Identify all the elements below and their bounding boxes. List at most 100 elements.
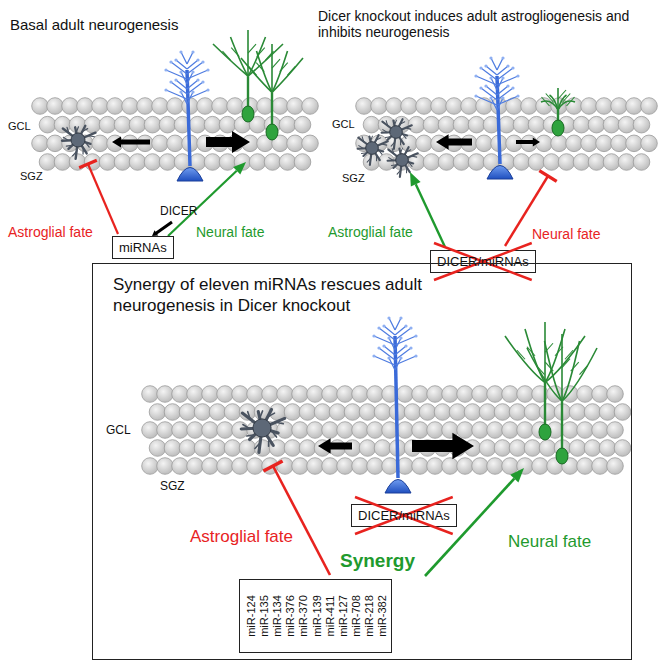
granule-cell xyxy=(219,116,236,133)
granule-cell xyxy=(287,135,304,152)
granule-cell xyxy=(618,116,635,133)
granule-cell xyxy=(374,404,391,421)
granule-cell xyxy=(472,386,489,403)
fate-label: Astroglial fate xyxy=(328,224,413,240)
granule-cell xyxy=(618,154,635,171)
granule-cell xyxy=(54,154,71,171)
granule-cell xyxy=(596,98,613,115)
layer-label: GCL xyxy=(106,424,131,438)
granule-cell xyxy=(187,458,204,475)
granule-cell xyxy=(509,404,526,421)
granule-cell xyxy=(302,135,319,152)
granule-cell xyxy=(457,458,474,475)
box-text: DICER/miRNAs xyxy=(437,254,529,269)
layer-label: SGZ xyxy=(160,480,185,494)
granule-cell xyxy=(159,116,176,133)
fate-label: Astroglial fate xyxy=(8,224,93,240)
granule-cell xyxy=(626,98,643,115)
granule-cell xyxy=(172,386,189,403)
granule-cell xyxy=(204,154,221,171)
granule-cell xyxy=(498,116,515,133)
granule-cell xyxy=(172,422,189,439)
mirna-box: miRNAs xyxy=(112,236,174,259)
granule-cell xyxy=(264,154,281,171)
granule-cell xyxy=(532,458,549,475)
granule-cell xyxy=(382,458,399,475)
granule-cell xyxy=(337,458,354,475)
granule-cell xyxy=(294,154,311,171)
granule-cell xyxy=(513,154,530,171)
fate-arrow xyxy=(318,438,352,453)
mirna-name: miR-134 xyxy=(271,595,282,637)
granule-cell xyxy=(84,116,101,133)
granule-cell xyxy=(363,116,380,133)
granule-cell xyxy=(487,386,504,403)
granule-cell xyxy=(566,135,583,152)
mirna-name: miR-135 xyxy=(258,595,269,637)
granule-cell xyxy=(277,458,294,475)
granule-cell xyxy=(442,458,459,475)
granule-cell xyxy=(573,116,590,133)
granule-cell xyxy=(292,458,309,475)
granule-cell xyxy=(284,440,301,457)
granule-cell xyxy=(551,135,568,152)
granule-cell xyxy=(329,404,346,421)
granule-cell xyxy=(359,404,376,421)
granule-cell xyxy=(54,116,71,133)
granule-cell xyxy=(352,458,369,475)
granule-cell xyxy=(249,154,266,171)
granule-cell xyxy=(558,154,575,171)
granule-cell xyxy=(202,458,219,475)
granule-cell xyxy=(247,386,264,403)
granule-cell xyxy=(262,386,279,403)
neuron xyxy=(541,88,575,136)
granule-cell xyxy=(487,458,504,475)
mirna-name: miR-382 xyxy=(377,595,388,637)
granule-cell xyxy=(152,98,169,115)
granule-cell xyxy=(599,404,616,421)
granule-cell xyxy=(302,98,319,115)
granule-cell xyxy=(371,98,388,115)
granule-cell xyxy=(189,116,206,133)
granule-cell xyxy=(279,154,296,171)
mirna-name: miR-708 xyxy=(351,595,362,637)
granule-cell xyxy=(294,116,311,133)
granule-cell xyxy=(307,386,324,403)
granule-cell xyxy=(607,422,624,439)
panel-title: Basal adult neurogenesis xyxy=(10,16,178,33)
neuron xyxy=(527,334,597,464)
mirna-name: miR-139 xyxy=(311,595,322,637)
granule-cell xyxy=(588,154,605,171)
granule-cell-layer xyxy=(356,98,658,171)
granule-cell xyxy=(227,98,244,115)
granule-cell xyxy=(99,154,116,171)
mirna-name: miR-127 xyxy=(337,595,348,637)
granule-cell xyxy=(172,458,189,475)
granule-cell xyxy=(397,422,414,439)
granule-cell xyxy=(167,135,184,152)
granule-cell xyxy=(539,440,556,457)
granule-cell xyxy=(611,98,628,115)
granule-cell xyxy=(614,404,631,421)
granule-cell xyxy=(577,422,594,439)
granule-cell xyxy=(397,386,414,403)
granule-cell xyxy=(524,440,541,457)
granule-cell xyxy=(592,386,609,403)
mirna-list-box: miR-124miR-135miR-134miR-376miR-370miR-1… xyxy=(239,579,392,653)
granule-cell xyxy=(401,98,418,115)
rescue-panel: Synergy of eleven miRNAs rescues adult n… xyxy=(92,263,632,660)
granule-cell xyxy=(584,440,601,457)
granule-cell xyxy=(307,458,324,475)
astrocyte xyxy=(382,119,412,149)
granule-cell xyxy=(416,135,433,152)
granule-cell xyxy=(367,422,384,439)
granule-cell xyxy=(352,422,369,439)
fate-label: Neural fate xyxy=(532,226,600,242)
granule-cell xyxy=(62,98,79,115)
layer-label: SGZ xyxy=(342,172,365,185)
granule-cell xyxy=(32,98,49,115)
granule-cell xyxy=(277,422,294,439)
granule-cell xyxy=(47,135,64,152)
granule-cell xyxy=(607,458,624,475)
